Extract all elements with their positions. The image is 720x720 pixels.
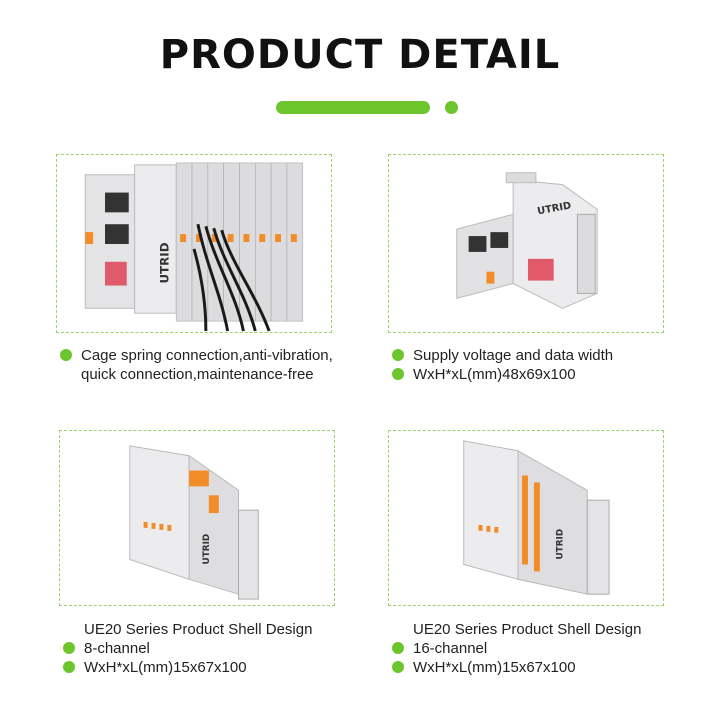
title-underline-dot <box>445 101 458 114</box>
feature-item: WxH*xL(mm)15x67x100 <box>63 658 312 677</box>
feature-text: 8-channel <box>84 640 150 657</box>
feature-list-8-channel-module: UE20 Series Product Shell Design 8-chann… <box>63 620 312 677</box>
bullet-dot-icon <box>63 661 75 673</box>
feature-heading: UE20 Series Product Shell Design <box>84 621 313 638</box>
feature-list-coupler-assembly: Cage spring connection,anti-vibration, q… <box>60 346 333 384</box>
feature-list-coupler: Supply voltage and data width WxH*xL(mm)… <box>392 346 613 384</box>
feature-item: Supply voltage and data width <box>392 346 613 365</box>
feature-text: WxH*xL(mm)15x67x100 <box>413 659 576 676</box>
feature-text: WxH*xL(mm)15x67x100 <box>84 659 247 676</box>
feature-list-16-channel-module: UE20 Series Product Shell Design 16-chan… <box>392 620 641 677</box>
feature-heading: UE20 Series Product Shell Design <box>413 621 642 638</box>
feature-text: WxH*xL(mm)48x69x100 <box>413 366 576 383</box>
brand-logo-3: UTRID <box>202 534 212 565</box>
feature-text-continued: quick connection,maintenance-free <box>81 366 314 383</box>
bullet-dot-icon <box>392 642 404 654</box>
bullet-dot-icon <box>63 642 75 654</box>
coupler-assembly-image: UTRID <box>84 162 304 332</box>
16-channel-module-image: UTRID <box>463 440 610 595</box>
feature-item: 16-channel <box>392 639 641 658</box>
feature-item: WxH*xL(mm)15x67x100 <box>392 658 641 677</box>
title-underline-bar <box>276 101 430 114</box>
bullet-dot-icon <box>60 349 72 361</box>
feature-text: 16-channel <box>413 640 488 657</box>
product-image-frame-coupler-assembly: UTRID <box>56 154 332 333</box>
product-image-frame-16-channel-module: UTRID <box>388 430 664 606</box>
feature-text: Cage spring connection,anti-vibration, <box>81 347 333 364</box>
brand-logo-4: UTRID <box>556 529 566 560</box>
feature-text: Supply voltage and data width <box>413 347 614 364</box>
feature-item: WxH*xL(mm)48x69x100 <box>392 365 613 384</box>
bullet-dot-icon <box>392 661 404 673</box>
8-channel-module-image: UTRID <box>129 445 259 600</box>
bullet-dot-icon <box>392 349 404 361</box>
brand-logo-1: UTRID <box>157 242 171 283</box>
product-image-frame-8-channel-module: UTRID <box>59 430 335 606</box>
bullet-dot-icon <box>392 368 404 380</box>
page-title: PRODUCT DETAIL <box>159 32 561 78</box>
feature-item: Cage spring connection,anti-vibration, <box>60 346 333 365</box>
coupler-image: UTRID <box>456 172 598 309</box>
product-image-frame-coupler: UTRID <box>388 154 664 333</box>
feature-item: 8-channel <box>63 639 312 658</box>
